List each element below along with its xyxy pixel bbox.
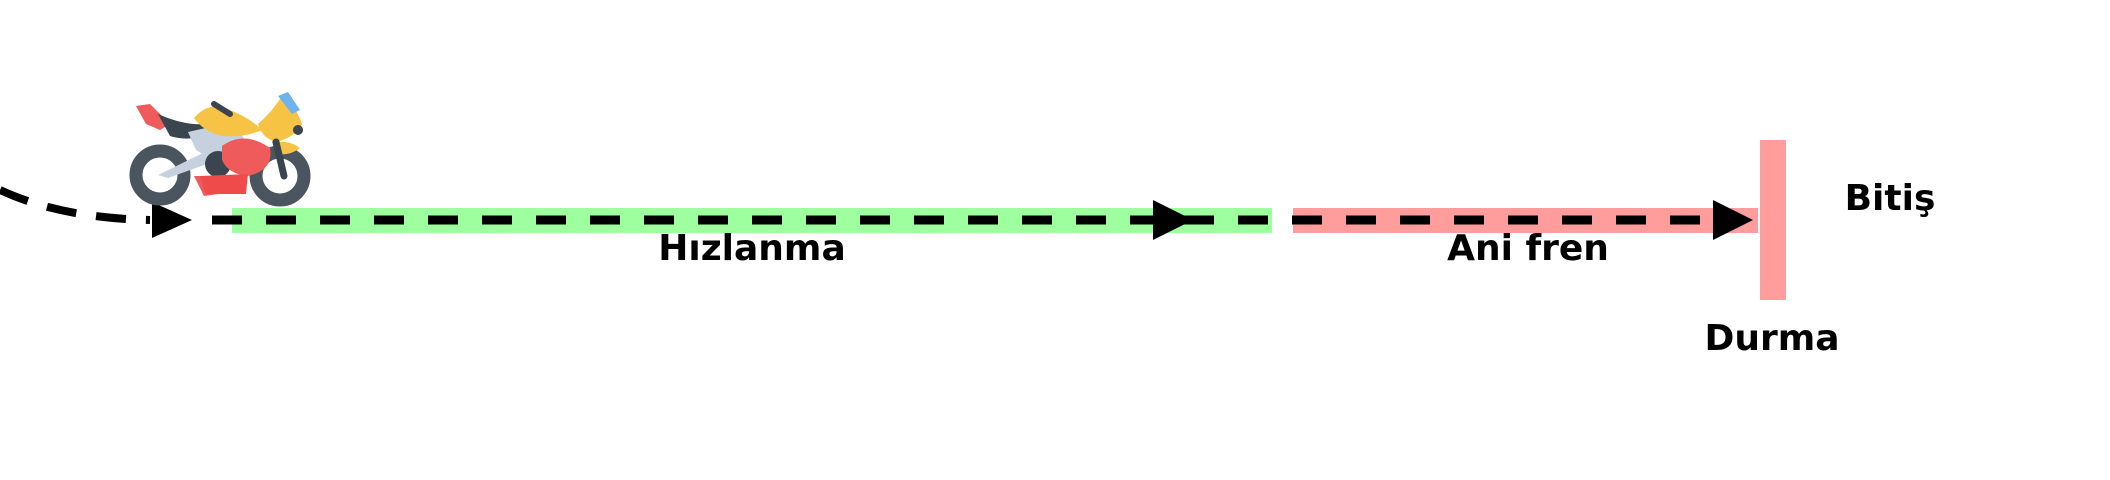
approach-arrowhead <box>152 202 192 238</box>
braking-end-arrowhead <box>1713 200 1753 240</box>
acceleration-end-arrowhead <box>1153 200 1193 240</box>
approach-path <box>0 186 151 224</box>
motorcycle-icon <box>129 92 311 207</box>
acceleration-label: Hızlanma <box>658 228 846 269</box>
finish-label: Bitiş <box>1845 178 1936 219</box>
braking-label: Ani fren <box>1447 228 1609 269</box>
finish-barrier <box>1760 140 1786 300</box>
stop-label: Durma <box>1704 318 1839 359</box>
